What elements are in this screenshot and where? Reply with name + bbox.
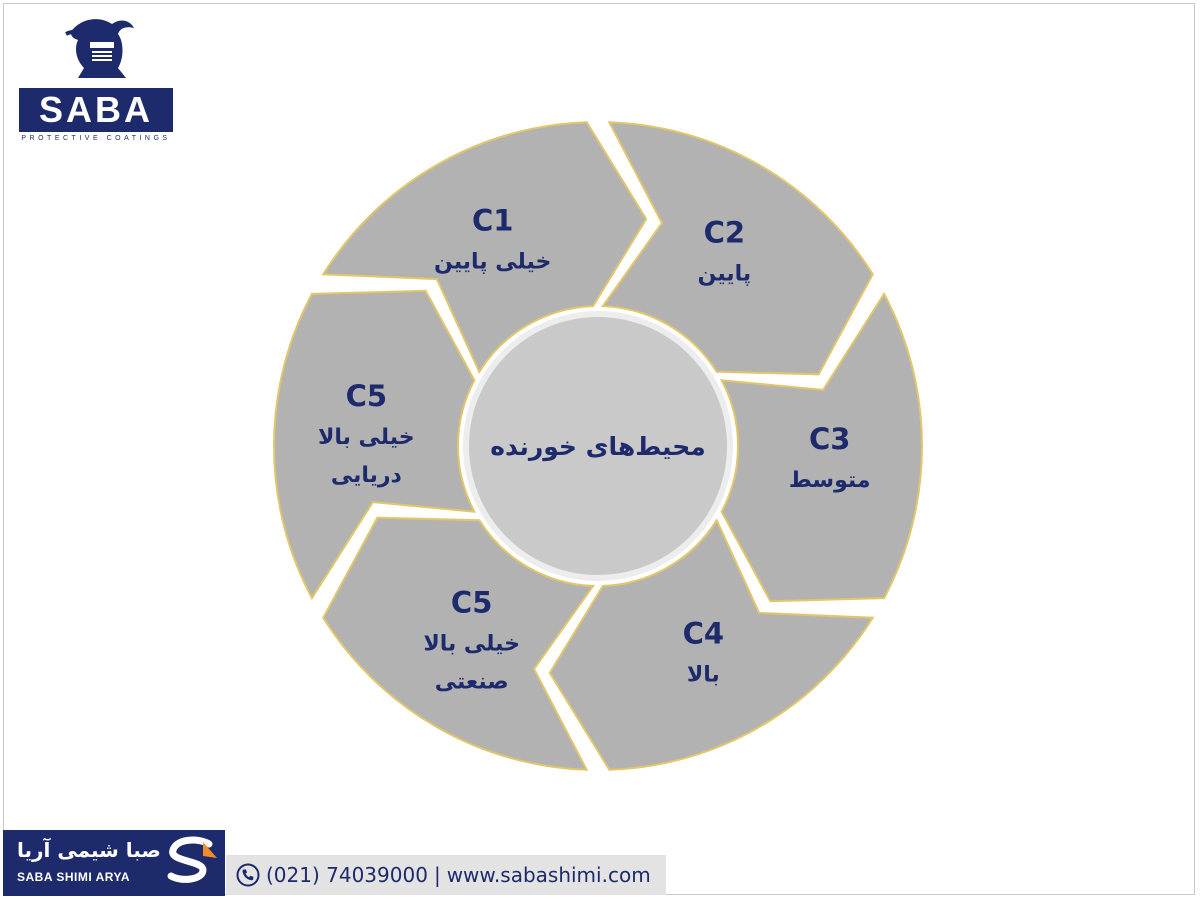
segment-description-label: خیلی پایین xyxy=(434,249,551,274)
s-logo-icon xyxy=(167,836,217,883)
segment-code-label: C3 xyxy=(809,422,850,456)
segment-c3-2 xyxy=(719,291,923,603)
segment-code-label: C5 xyxy=(451,586,492,620)
brand-tagline: PROTECTIVE COATINGS xyxy=(21,135,171,142)
brand-wordmark: SABA xyxy=(19,88,173,132)
segment-c2-1 xyxy=(600,121,874,376)
company-name-en: SABA SHIMI ARYA xyxy=(17,870,131,884)
phone-icon xyxy=(236,863,260,887)
segment-description-label: خیلی بالا xyxy=(423,632,520,657)
segment-c5-4 xyxy=(322,516,596,771)
segment-code-label: C2 xyxy=(704,215,745,249)
segment-c1-0 xyxy=(321,121,648,374)
segment-code-label: C4 xyxy=(683,617,724,651)
contact-bar: (021) 74039000 | www.sabashimi.com xyxy=(226,855,666,895)
segment-description-label: صنعتی xyxy=(435,670,509,695)
saba-logo: SABA PROTECTIVE COATINGS xyxy=(18,14,174,142)
segment-c4-3 xyxy=(548,518,875,771)
segment-description-label: بالا xyxy=(687,663,720,688)
segment-code-label: C5 xyxy=(346,379,387,413)
website-link[interactable]: www.sabashimi.com xyxy=(446,863,651,887)
segment-description-label: متوسط xyxy=(789,468,871,493)
saba-shimi-arya-logo: صبا شیمی آریا SABA SHIMI ARYA xyxy=(3,830,225,896)
segment-c5-5 xyxy=(273,289,477,601)
segment-description-label: پایین xyxy=(698,261,752,286)
knight-helmet-icon xyxy=(65,19,134,78)
segment-code-label: C1 xyxy=(472,203,513,237)
center-circle xyxy=(463,311,733,581)
phone-number[interactable]: (021) 74039000 xyxy=(266,863,428,887)
contact-separator: | xyxy=(433,863,441,887)
segment-description-label: دریایی xyxy=(331,463,402,488)
center-label: محیط‌های خورنده xyxy=(490,432,705,462)
company-name-fa: صبا شیمی آریا xyxy=(17,838,161,862)
segment-description-label: خیلی بالا xyxy=(318,425,415,450)
